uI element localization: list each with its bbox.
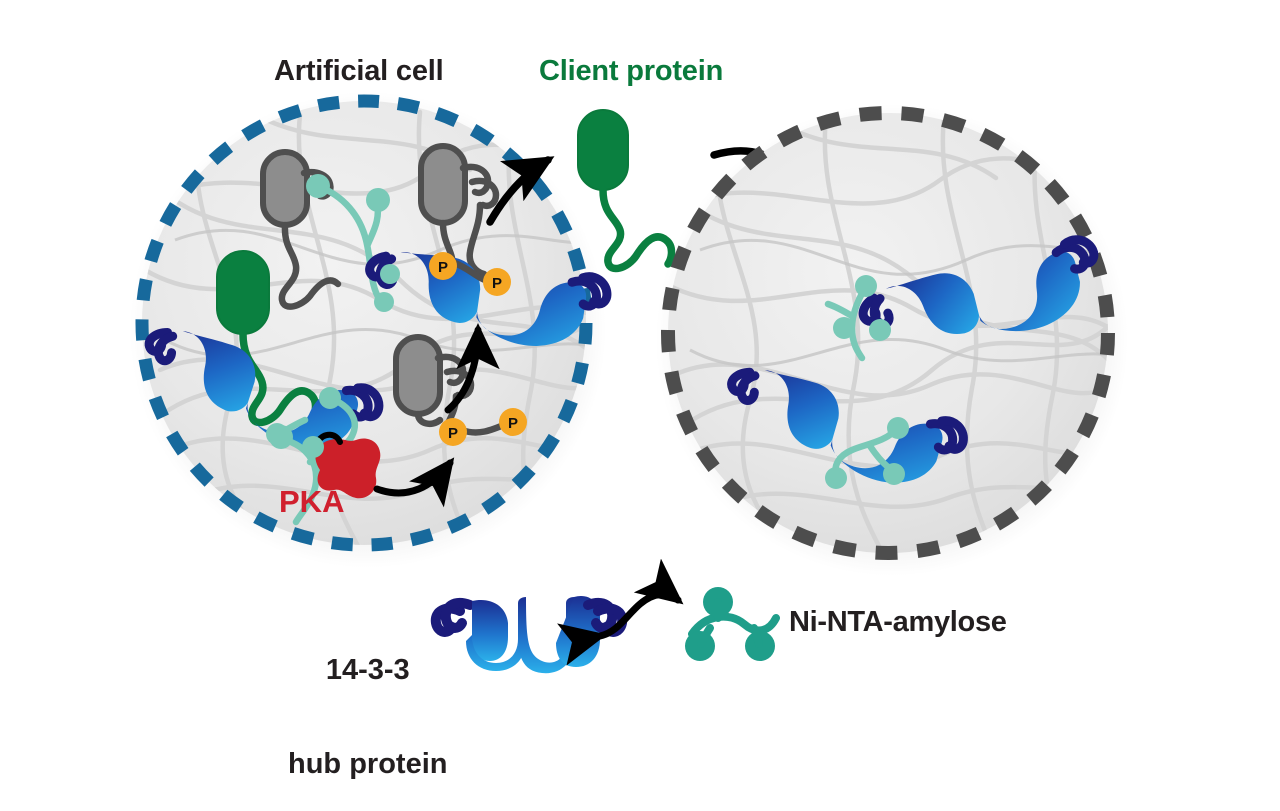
legend-ni-nta-amylose-glyph[interactable] <box>685 587 780 661</box>
arrow-hub-amylose-binding <box>557 558 684 666</box>
ni-nta-amylose-right-1[interactable] <box>824 275 891 362</box>
phospho-group-set: P P P P <box>429 252 527 446</box>
phospho-letter: P <box>438 259 448 276</box>
label-hub-protein-line1: 14-3-3 <box>325 653 410 686</box>
left-cell-membrane[interactable] <box>135 94 593 552</box>
phospho-group-p1[interactable]: P <box>429 252 457 280</box>
tagged-capsule-upper-left[interactable] <box>260 149 342 310</box>
right-cell-mesh-accent <box>689 238 1108 368</box>
label-hub-protein: 14-3-3 hub protein <box>288 592 447 811</box>
arrow-pka-to-phospho <box>373 457 455 508</box>
right-artificial-cell[interactable] <box>656 104 1134 576</box>
amylose-bead-pka <box>302 436 324 458</box>
left-artificial-cell[interactable] <box>130 92 612 568</box>
amylose-bead-left <box>380 264 400 284</box>
phospho-group-p3[interactable]: P <box>439 418 467 446</box>
ni-nta-amylose-right-2[interactable] <box>825 417 909 489</box>
label-artificial-cell: Artificial cell <box>274 55 444 87</box>
legend-hub-protein-glyph[interactable] <box>430 595 628 674</box>
tagged-capsule-upper-right[interactable] <box>418 143 500 278</box>
hub-protein-dimer-right-2[interactable] <box>717 360 968 500</box>
right-cell-membrane[interactable] <box>661 106 1115 560</box>
arrow-client-release <box>486 156 555 226</box>
figure-canvas: P P P P <box>130 55 1134 780</box>
phospho-group-p2[interactable]: P <box>483 268 511 296</box>
label-ni-nta-amylose: Ni-NTA-amylose <box>789 606 1007 638</box>
phospho-letter: P <box>492 275 502 292</box>
client-protein-inside-left[interactable] <box>216 250 320 427</box>
label-hub-protein-line2: hub protein <box>288 747 448 780</box>
phospho-letter: P <box>448 425 458 442</box>
schematic-diagram: P P P P <box>130 92 1134 674</box>
label-pka: PKA <box>279 484 345 519</box>
hub-protein-dimer-right-1[interactable] <box>858 235 1108 368</box>
ni-nta-amylose-left-2[interactable] <box>306 174 394 312</box>
phospho-letter: P <box>508 415 518 432</box>
arrow-phospho-to-hub <box>444 322 500 414</box>
label-client-protein: Client protein <box>539 55 724 87</box>
phospho-group-p4[interactable]: P <box>499 408 527 436</box>
client-protein-free[interactable] <box>577 109 676 273</box>
